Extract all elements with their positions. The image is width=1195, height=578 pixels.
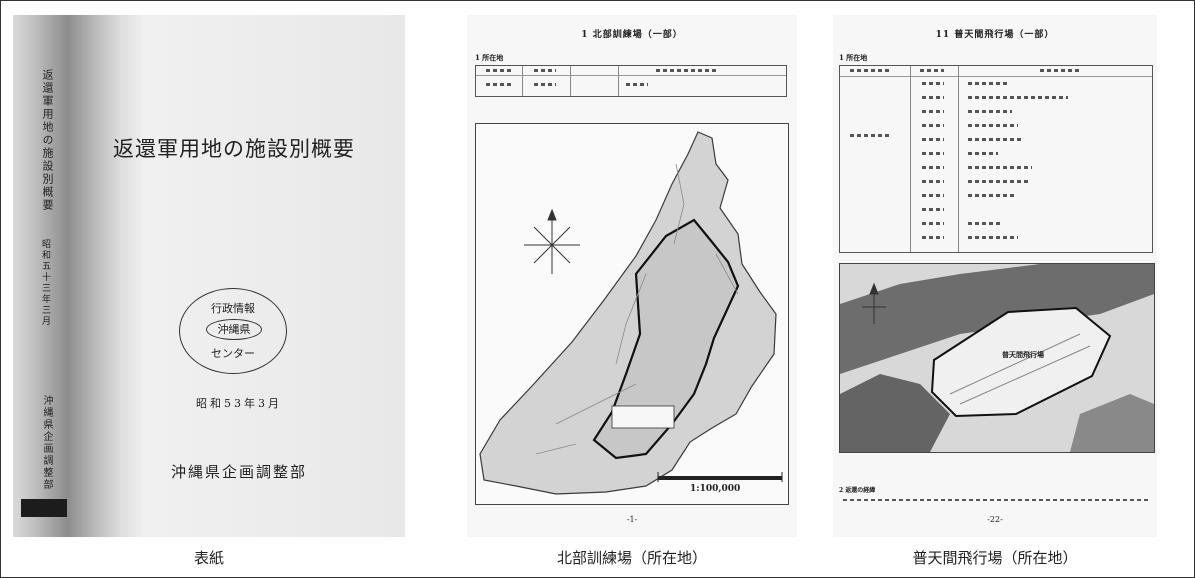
cover-date: 昭和53年3月 bbox=[196, 397, 282, 410]
page-number: -1- bbox=[626, 515, 638, 524]
page-title: 11 普天間飛行場（一部） bbox=[935, 30, 1055, 40]
caption-cover: 表紙 bbox=[193, 549, 224, 567]
section-label: 1 所在地 bbox=[839, 53, 868, 62]
cover-spine bbox=[13, 15, 143, 537]
page-number: -22- bbox=[987, 515, 1003, 524]
map-label: 普天間飛行場 bbox=[1002, 350, 1044, 359]
cover-title: 返還軍用地の施設別概要 bbox=[113, 137, 355, 161]
spine-title: 返還軍用地の施設別概要 bbox=[41, 69, 54, 212]
location-table bbox=[839, 65, 1153, 253]
archive-stamp: 行政情報 沖縄県 センター bbox=[179, 288, 287, 374]
north-training-page: 1 北部訓練場（一部） 1 所在地 bbox=[467, 15, 797, 537]
stamp-top-text: 行政情報 bbox=[211, 302, 255, 315]
location-map: 普天間飛行場 bbox=[839, 263, 1155, 453]
caption-north: 北部訓練場（所在地） bbox=[556, 549, 707, 567]
stamp-bottom-text: センター bbox=[211, 347, 255, 360]
map-scale: 1:100,000 bbox=[690, 484, 741, 494]
stamp-middle-text: 沖縄県 bbox=[206, 319, 262, 340]
caption-futenma: 普天間飛行場（所在地） bbox=[912, 549, 1078, 567]
cover-image: 返還軍用地の施設別概要 昭和五十三年三月 沖縄県企画調整部 返還軍用地の施設別概… bbox=[13, 15, 405, 537]
page-title: 1 北部訓練場（一部） bbox=[581, 30, 683, 40]
spine-publisher: 沖縄県企画調整部 bbox=[41, 395, 52, 491]
location-table bbox=[475, 65, 787, 97]
section2-label: 2 返還の経緯 bbox=[839, 487, 876, 494]
cover-publisher: 沖縄県企画調整部 bbox=[170, 463, 307, 481]
spine-label-block bbox=[21, 499, 67, 517]
spine-date: 昭和五十三年三月 bbox=[40, 239, 50, 327]
section-label: 1 所在地 bbox=[475, 53, 504, 62]
location-map: 1:100,000 bbox=[475, 123, 789, 505]
futenma-page: 11 普天間飛行場（一部） 1 所在地 bbox=[833, 15, 1157, 537]
